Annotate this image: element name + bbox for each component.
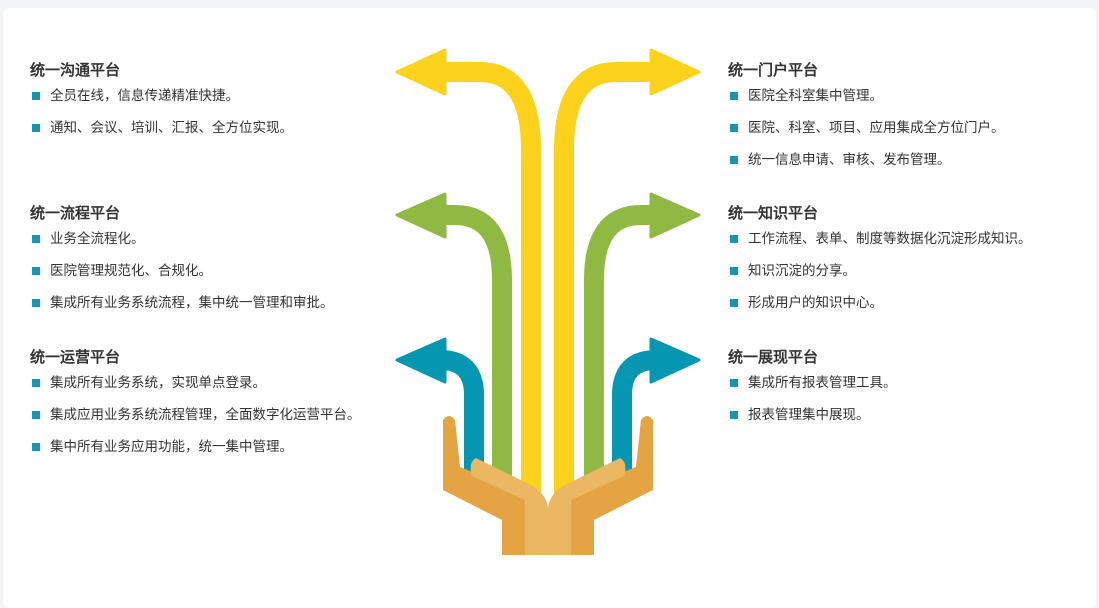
bullet-square-icon [32, 267, 40, 275]
bullet-square-icon [32, 235, 40, 243]
bullet-square-icon [730, 299, 738, 307]
blue-right-arrow-shaft [612, 350, 657, 500]
list-item: 业务全流程化。 [30, 231, 334, 263]
list-item: 集中所有业务应用功能，统一集中管理。 [30, 439, 361, 471]
right-section-knowledge: 统一知识平台 工作流程、表单、制度等数据化沉淀形成知识。 知识沉淀的分享。 形成… [728, 203, 1032, 327]
left-section-operations: 统一运营平台 集成所有业务系统，实现单点登录。 集成应用业务系统流程管理，全面数… [30, 347, 361, 471]
bullet-square-icon [730, 411, 738, 419]
list-item: 报表管理集中展现。 [728, 407, 897, 439]
bullet-square-icon [32, 379, 40, 387]
list-item: 集成应用业务系统流程管理，全面数字化运营平台。 [30, 407, 361, 439]
right-section-portal: 统一门户平台 医院全科室集中管理。 医院、科室、项目、应用集成全方位门户。 统一… [728, 60, 1005, 184]
left-section-communication: 统一沟通平台 全员在线，信息传递精准快捷。 通知、会议、培训、汇报、全方位实现。 [30, 60, 293, 152]
green-right-arrowhead-icon [649, 192, 701, 239]
yellow-right-arrow-shaft [554, 62, 656, 500]
bullet-square-icon [730, 379, 738, 387]
list-item: 全员在线，信息传递精准快捷。 [30, 88, 293, 120]
section-title: 统一门户平台 [728, 61, 819, 79]
bullet-square-icon [32, 92, 40, 100]
yellow-left-arrowhead-icon [395, 48, 447, 96]
yellow-right-arrowhead-icon [649, 48, 701, 96]
left-section-workflow: 统一流程平台 业务全流程化。 医院管理规范化、合规化。 集成所有业务系统流程，集… [30, 203, 334, 327]
bullet-square-icon [32, 299, 40, 307]
blue-left-arrowhead-icon [395, 337, 447, 384]
section-title: 统一流程平台 [30, 204, 121, 222]
left-hand-icon [443, 416, 548, 555]
green-left-arrowhead-icon [395, 192, 447, 239]
list-item: 统一信息申请、审核、发布管理。 [728, 152, 1005, 184]
list-item: 集成所有业务系统，实现单点登录。 [30, 375, 361, 407]
list-item: 工作流程、表单、制度等数据化沉淀形成知识。 [728, 231, 1032, 263]
section-title: 统一沟通平台 [30, 61, 121, 79]
right-section-display: 统一展现平台 集成所有报表管理工具。 报表管理集中展现。 [728, 347, 897, 439]
green-left-arrow-shaft [440, 205, 512, 500]
bullet-square-icon [730, 267, 738, 275]
list-item: 医院全科室集中管理。 [728, 88, 1005, 120]
bullet-square-icon [32, 411, 40, 419]
list-item: 医院管理规范化、合规化。 [30, 263, 334, 295]
green-right-arrow-shaft [584, 205, 656, 500]
list-item: 通知、会议、培训、汇报、全方位实现。 [30, 120, 293, 152]
section-title: 统一运营平台 [30, 348, 121, 366]
list-item: 集成所有报表管理工具。 [728, 375, 897, 407]
bullet-square-icon [32, 124, 40, 132]
yellow-left-arrow-shaft [440, 62, 541, 500]
list-item: 医院、科室、项目、应用集成全方位门户。 [728, 120, 1005, 152]
list-item: 集成所有业务系统流程，集中统一管理和审批。 [30, 295, 334, 327]
bullet-square-icon [730, 235, 738, 243]
blue-right-arrowhead-icon [649, 337, 701, 384]
bullet-square-icon [32, 443, 40, 451]
section-title: 统一知识平台 [728, 204, 819, 222]
bullet-square-icon [730, 156, 738, 164]
list-item: 形成用户的知识中心。 [728, 295, 1032, 327]
bullet-square-icon [730, 92, 738, 100]
list-item: 知识沉淀的分享。 [728, 263, 1032, 295]
bullet-square-icon [730, 124, 738, 132]
right-hand-icon [548, 416, 653, 555]
blue-left-arrow-shaft [439, 350, 484, 500]
section-title: 统一展现平台 [728, 348, 819, 366]
